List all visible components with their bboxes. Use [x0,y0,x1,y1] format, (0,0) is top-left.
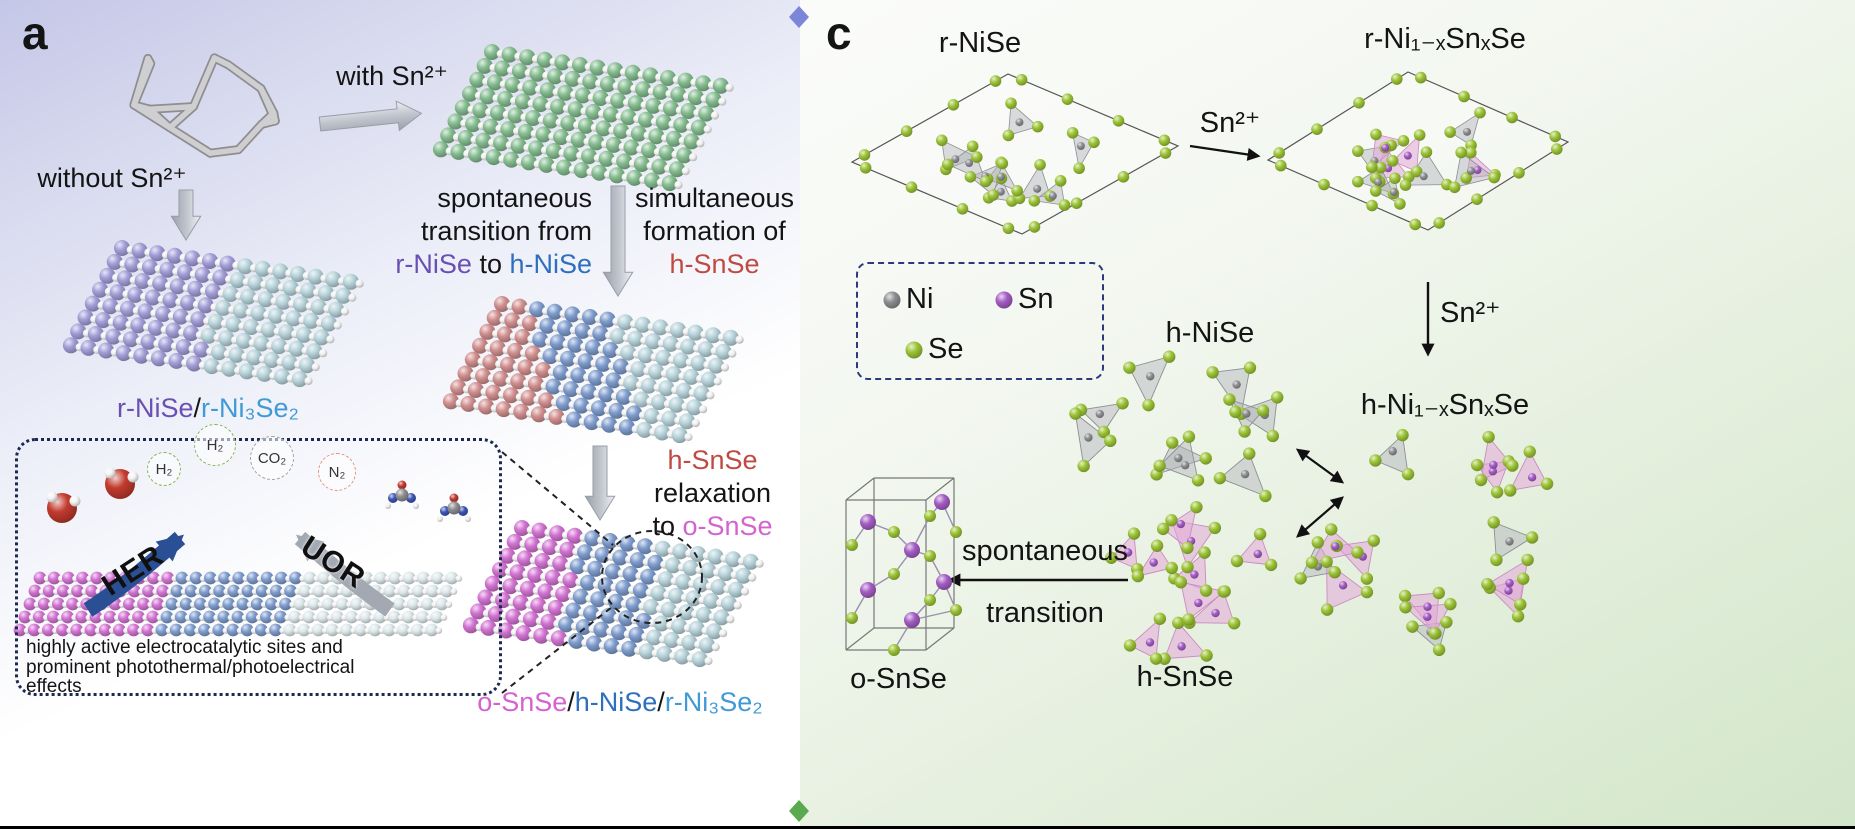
panel-divider [789,6,809,822]
crystal-h-nise [1069,350,1284,503]
caption-part: / [567,687,575,717]
caption-r-nise: r-NiSe/r-Ni₃Se₂ [58,392,358,424]
sn-arrow-label-2: Sn²⁺ [1440,297,1501,329]
text-line: formation of [643,216,786,246]
inset-molecules [46,467,471,523]
crystal-r-nise [850,73,1180,235]
caption-part: / [193,393,202,423]
text-line: transition from [420,216,592,246]
spontaneous-transition-line1: spontaneous [961,535,1129,567]
crystal-r-nisnse [1266,71,1570,231]
caption-part: h-NiSe [574,687,658,717]
zoom-callout-dashes [501,451,703,694]
panel-c-label: c [826,7,852,59]
h-nise-label: h-NiSe [1165,317,1255,349]
h-nisnse-label: h-Ni₁₋ₓSnₓSe [1360,389,1530,421]
phase-h-snse: h-SnSe [669,249,760,279]
panel-a-label: a [22,7,48,59]
h2-bubble: H₂ [194,424,236,466]
relaxation-text: h-SnSe relaxation to o-SnSe [625,444,800,543]
process-arrows [170,100,634,521]
n2-bubble: N₂ [318,453,356,491]
h2-bubble: H₂ [147,452,181,486]
inset-note: highly active electrocatalytic sites and… [26,637,355,697]
panel-c-arrows [947,144,1435,587]
figure-bottom-rule [0,826,1855,829]
phase-h-nise: h-NiSe [509,249,592,279]
lattice-sheet-r-nise [62,240,364,388]
text-line: relaxation [653,478,772,508]
text-line: h-SnSe [625,444,800,477]
legend-ni-label: Ni [906,283,934,315]
text-line: spontaneous [437,183,592,213]
crystal-h-nisnse [1294,428,1554,657]
text-line: h-SnSe [632,248,797,281]
caption-part: / [657,687,665,717]
r-nise-label: r-NiSe [938,27,1022,59]
caption-part: r-Ni₃Se₂ [201,393,299,423]
text-line: r-NiSe to h-NiSe [378,248,592,281]
her-uor-arrows [83,531,395,617]
caption-final-product: o-SnSe/h-NiSe/r-Ni₃Se₂ [465,686,775,718]
co2-bubble: CO₂ [250,436,294,480]
h-snse-label: h-SnSe [1136,661,1234,693]
text-line: simultaneous [634,183,795,213]
spontaneous-transition-line2: transition [986,597,1104,629]
phase-h-snse: h-SnSe [667,445,758,475]
atom-legend-box [856,262,1104,380]
lattice-sheet-h-snse-h-nise [442,296,744,444]
lattice-sheet-o-snse-final [462,520,764,668]
without-sn-label: without Sn²⁺ [37,163,187,193]
sn-arrow-label-1: Sn²⁺ [1199,107,1261,139]
phase-o-snse: o-SnSe [682,511,773,541]
h2-label: H₂ [155,460,173,478]
formation-text: simultaneous formation of h-SnSe [632,182,797,281]
phase-r-nise: r-NiSe [395,249,472,279]
legend-se-label: Se [928,333,964,365]
amorphous-precursor-structure [129,53,280,158]
crystal-o-snse-unit-cell [845,477,962,656]
o-snse-label: o-SnSe [850,663,947,695]
text-line: to o-SnSe [625,510,800,543]
caption-part: r-Ni₃Se₂ [664,687,763,717]
legend-sn-label: Sn [1018,283,1054,315]
h2-label: H₂ [206,436,224,454]
text-part: to [471,249,510,279]
co2-label: CO₂ [257,449,287,467]
with-sn-label: with Sn²⁺ [336,61,448,91]
lattice-sheet-with-sn [432,44,734,192]
n2-label: N₂ [328,463,346,481]
legend-atom-spheres [883,291,1013,359]
r-nisnse-label: r-Ni₁₋ₓSnₓSe [1364,23,1526,55]
panel-c-background [800,0,1855,829]
crystal-h-snse [1105,500,1278,665]
caption-part: r-NiSe [116,393,194,423]
text-part: to [652,511,683,541]
transition-text: spontaneous transition from r-NiSe to h-… [378,182,592,281]
